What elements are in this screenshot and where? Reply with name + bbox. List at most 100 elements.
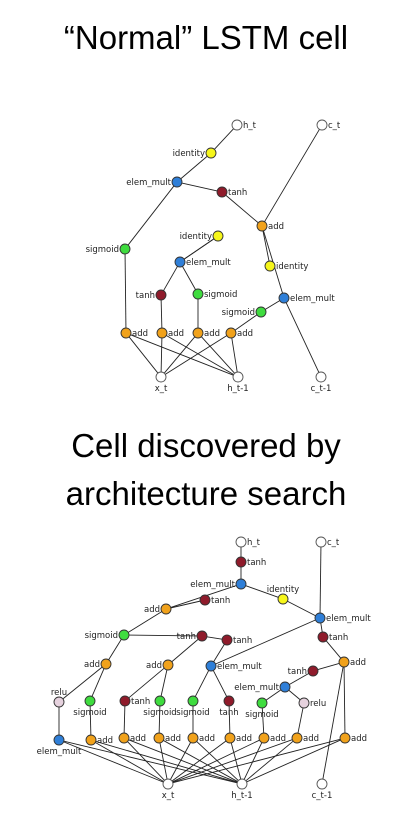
elem-mult-node: elem_mult	[234, 681, 291, 693]
edge-b5-to-tanhB	[228, 705, 231, 734]
node-label: add	[199, 734, 215, 744]
edge-xt-to-a3	[163, 336, 196, 374]
edge-hprev-to-b5	[230, 742, 242, 780]
node-label: elem_mult	[326, 614, 371, 624]
io-node-circle	[232, 371, 244, 383]
elem-mult-node: elem_mult	[126, 176, 183, 188]
edge-xt-to-b6	[172, 739, 260, 783]
node-label: tanh	[219, 708, 238, 718]
node-label: add	[168, 329, 184, 339]
edge-sigD-to-emM2	[265, 689, 282, 701]
elem-mult-node-circle	[205, 660, 217, 672]
node-label: c_t-1	[311, 384, 332, 394]
discovered-cell-title-line-1: Cell discovered by	[71, 427, 341, 464]
node-label: c_t-1	[312, 791, 333, 801]
relu-node: relu	[51, 688, 67, 708]
io-node-circle	[315, 536, 327, 548]
edge-xt-to-b1	[95, 742, 164, 782]
edge-emR-to-ct	[319, 546, 322, 614]
tanh-node: tanh	[216, 186, 247, 198]
edge-b2-to-tanhA	[123, 705, 126, 734]
node-label: sigmoid	[176, 708, 209, 718]
node-label: sigmoid	[245, 710, 278, 720]
elem-mult-node: elem_mult	[314, 612, 371, 624]
node-label: tanh	[211, 596, 230, 606]
add-node: add	[153, 732, 181, 744]
tanh-node-circle	[199, 594, 211, 606]
tanh-node-circle	[216, 186, 228, 198]
elem-mult-node: elem_mult	[205, 660, 262, 672]
edge-sigB-to-addM	[160, 669, 168, 697]
node-label: relu	[310, 699, 326, 709]
tanh-node-circle	[119, 695, 131, 707]
edge-hprev-to-b1	[95, 740, 238, 784]
identity-node: identity	[264, 260, 308, 272]
node-label: add	[236, 734, 252, 744]
edge-tanhC-to-sigL	[128, 634, 198, 637]
io-node: c_t	[316, 119, 341, 131]
tanh-node-circle	[223, 695, 235, 707]
elem-mult-node-circle	[174, 256, 186, 268]
edge-tanh1-to-em1	[181, 182, 218, 192]
edge-hprev-to-a4	[231, 337, 238, 373]
add-node-circle	[100, 658, 112, 670]
identity-node: identity	[267, 585, 299, 605]
node-label: h_t-1	[231, 791, 252, 801]
edge-tanhM-to-addL	[170, 600, 201, 609]
io-node-circle	[236, 778, 248, 790]
node-label: tanh	[131, 697, 150, 707]
relu-node-circle	[53, 696, 65, 708]
elem-mult-node-circle	[235, 578, 247, 590]
edge-addc-to-tanh1	[225, 194, 259, 224]
edge-hprev-to-b8	[246, 739, 341, 783]
tanh-node-circle	[221, 634, 233, 646]
tanh-node-circle	[155, 289, 167, 301]
add-node-circle	[85, 734, 97, 746]
edge-relu1-to-addL2	[62, 666, 103, 700]
add-node-circle	[153, 732, 165, 744]
node-label: add	[268, 222, 284, 232]
node-label: elem_mult	[37, 747, 82, 757]
edge-id1-to-ht	[214, 128, 234, 150]
add-node-circle	[339, 732, 351, 744]
add-node: add	[118, 732, 146, 744]
node-label: elem_mult	[190, 580, 235, 590]
edge-em2-to-id2	[183, 238, 215, 260]
add-node-circle	[120, 327, 132, 339]
elem-mult-node-circle	[53, 734, 65, 746]
elem-mult-node-circle	[278, 292, 290, 304]
add-node: add	[291, 732, 319, 744]
edge-emM2-to-tanhM2	[289, 673, 309, 685]
node-label: x_t	[155, 384, 168, 394]
elem-mult-node: elem_mult	[190, 578, 247, 590]
edge-sig3-to-em3	[265, 300, 280, 310]
node-label: elem_mult	[234, 683, 279, 693]
add-node: add	[258, 732, 286, 744]
edge-tanhC2-to-tanhC	[206, 636, 223, 640]
identity-node-circle	[277, 593, 289, 605]
edge-addL2-to-sigL	[108, 639, 122, 660]
add-node: add	[339, 732, 367, 744]
add-node: add	[85, 734, 113, 746]
edges	[58, 546, 346, 784]
node-label: add	[130, 734, 146, 744]
edge-b1-to-sigA	[89, 705, 92, 736]
add-node-circle	[291, 732, 303, 744]
add-node: add	[84, 658, 112, 670]
edge-hprev-to-b4	[196, 741, 239, 781]
node-label: sigmoid	[143, 708, 176, 718]
io-node: h_t	[235, 536, 261, 548]
node-label: tanh	[228, 188, 247, 198]
node-label: sigmoid	[73, 708, 106, 718]
elem-mult-node: elem_mult	[174, 256, 231, 268]
edge-xt-to-a1	[128, 336, 159, 374]
node-label: h_t	[243, 121, 257, 131]
node-label: identity	[276, 262, 308, 272]
sigmoid-node: sigmoid	[73, 695, 107, 718]
edge-hprev-to-emB	[63, 740, 238, 784]
edge-xt-to-b8	[172, 738, 341, 784]
edge-hprev-to-b2	[128, 739, 238, 783]
node-label: tanh	[329, 633, 348, 643]
tanh-node: tanh	[119, 695, 150, 707]
